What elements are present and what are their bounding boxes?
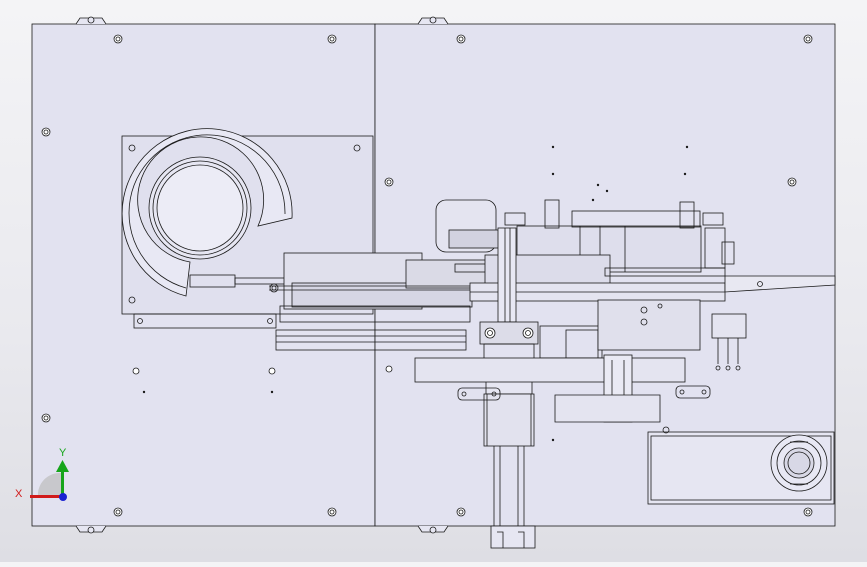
mounting-tabs [75, 16, 449, 534]
x-axis-label: X [15, 488, 23, 500]
y-axis-label: Y [59, 447, 67, 459]
y-axis-arrow [61, 470, 64, 497]
bowl-feeder[interactable] [121, 128, 293, 297]
motor-housing[interactable] [647, 426, 835, 505]
z-axis-dot [59, 493, 67, 501]
x-axis-arrow [30, 495, 63, 498]
small-holes [142, 145, 689, 442]
bolt-holes [41, 34, 813, 517]
coordinate-triad: Y X [15, 447, 69, 501]
connector-block[interactable] [711, 313, 747, 371]
lower-stage[interactable] [414, 299, 711, 423]
linear-feed-track[interactable] [269, 252, 491, 351]
